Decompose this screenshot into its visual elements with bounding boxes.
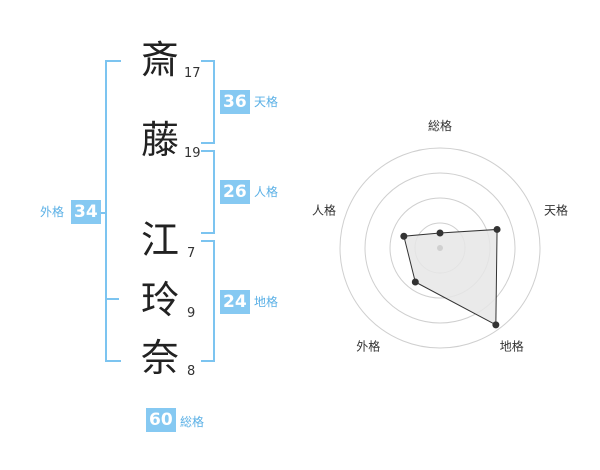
jinkaku-value: 26 <box>220 180 250 204</box>
name-char-5: 奈 <box>140 336 179 380</box>
chikaku-value: 24 <box>220 290 250 314</box>
name-char-4-strokes: 9 <box>187 306 196 321</box>
radar-ring-3 <box>364 172 516 324</box>
gaikaku-bracket <box>105 60 121 362</box>
name-char-2: 藤 <box>140 118 179 162</box>
name-char-3: 江 <box>140 218 179 262</box>
name-char-2-strokes: 19 <box>184 146 201 161</box>
radar-axis-label-5: 人格 <box>312 202 336 217</box>
name-char-4: 玲 <box>140 278 179 322</box>
jinkaku-label: 人格 <box>254 185 279 199</box>
radar-center-dot <box>437 245 443 251</box>
tenkaku-label: 天格 <box>254 95 279 109</box>
chikaku-label: 地格 <box>254 295 279 309</box>
radar-point-5 <box>400 232 408 240</box>
radar-axis-label-4: 外格 <box>356 339 380 354</box>
radar-point-1 <box>436 229 444 237</box>
gaikaku-connector <box>98 212 106 214</box>
soukaku-label: 総格 <box>180 415 205 429</box>
chikaku-bracket <box>201 240 215 362</box>
name-char-5-strokes: 8 <box>187 364 196 379</box>
gaikaku-bracket-tick <box>105 298 119 300</box>
radar-axis-label-2: 天格 <box>544 202 568 217</box>
name-char-3-strokes: 7 <box>187 246 196 261</box>
name-char-1-strokes: 17 <box>184 66 201 81</box>
jinkaku-bracket <box>201 150 215 234</box>
tenkaku-value: 36 <box>220 90 250 114</box>
soukaku-value: 60 <box>146 408 176 432</box>
radar-point-3 <box>492 321 500 329</box>
gaikaku-value: 34 <box>71 200 101 224</box>
radar-axis-label-1: 総格 <box>428 118 452 133</box>
radar-point-2 <box>493 225 501 233</box>
radar-ring-4 <box>339 147 541 349</box>
gaikaku-label: 外格 <box>40 205 65 219</box>
radar-point-4 <box>411 278 419 286</box>
radar-axis-label-3: 地格 <box>500 339 524 354</box>
radar-data-polygon <box>403 228 498 326</box>
tenkaku-bracket <box>201 60 215 144</box>
name-char-1: 斎 <box>140 38 179 82</box>
